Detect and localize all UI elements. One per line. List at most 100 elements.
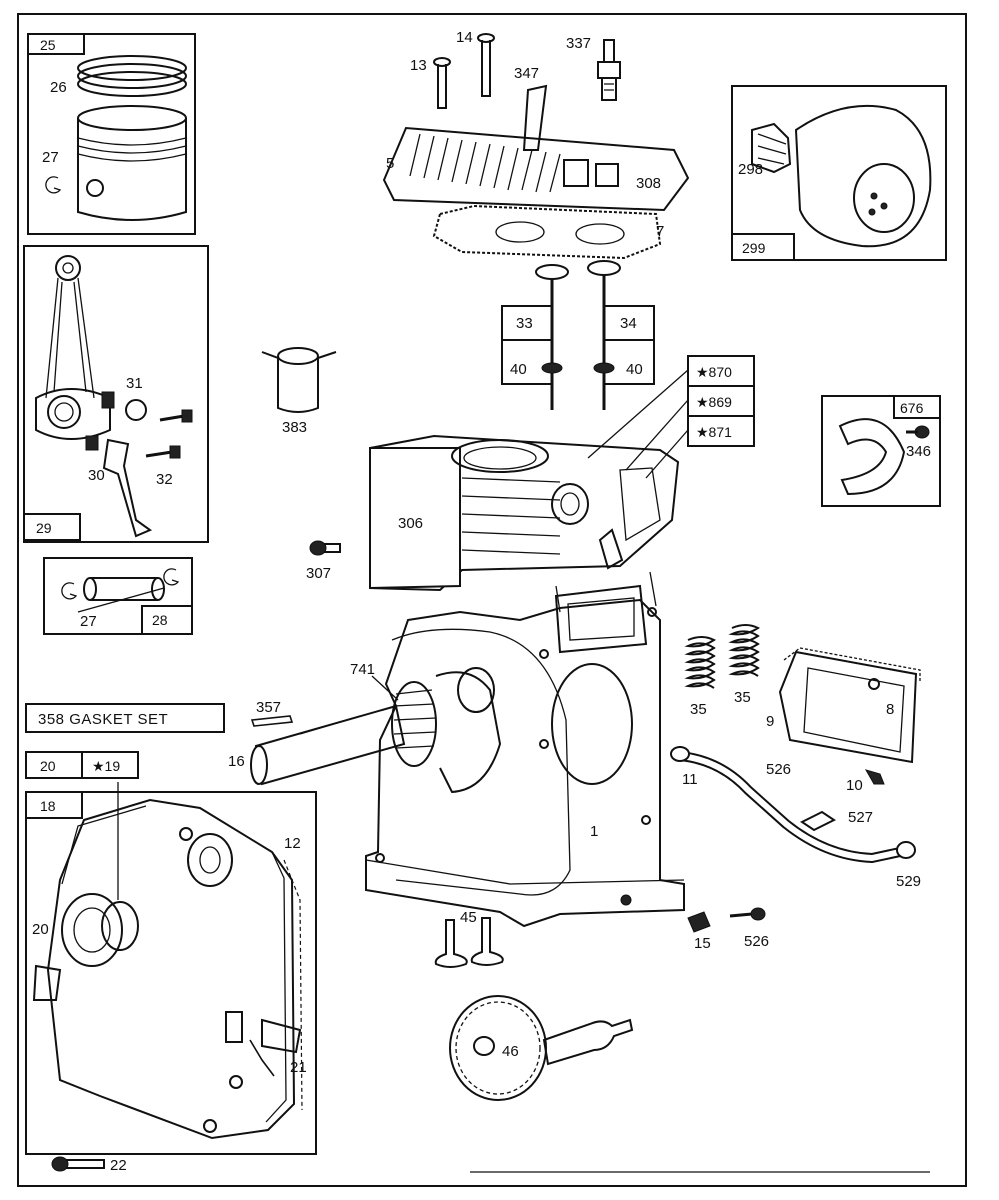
callout-676: 676 [900, 400, 924, 416]
crankshaft-key-icon [250, 715, 294, 727]
tappets-group: 45 [434, 909, 504, 968]
cam-gear-icon [449, 995, 547, 1101]
crankcase-flange-icon [391, 628, 571, 896]
block-fins-icon [461, 477, 561, 555]
callout-11: 11 [682, 771, 698, 788]
callout-307: 307 [306, 565, 331, 582]
callout-28: 28 [152, 612, 168, 628]
callout-46: 46 [502, 1043, 519, 1060]
callout-7: 7 [656, 223, 664, 240]
callout-346: 346 [906, 443, 931, 460]
callout-869: ★869 [696, 394, 732, 410]
cover-tab-icon [32, 964, 62, 1001]
callout-33: 33 [516, 315, 533, 332]
callout-29: 29 [36, 520, 52, 536]
rod-bolt-icon [85, 391, 115, 451]
screw-307-icon [309, 540, 341, 556]
muffler-vents-icon [868, 192, 888, 216]
exhaust-port-icon [551, 483, 589, 525]
piston-pin-group: 28 27 [43, 557, 193, 635]
valve-retainer-a-icon [541, 362, 563, 374]
valves-group: 33 34 40 40 [501, 260, 655, 410]
connecting-rod-box [23, 245, 209, 543]
governor-shaft-icon [261, 1018, 302, 1054]
head-bolt-13-icon [433, 57, 451, 109]
callout-741: 741 [350, 661, 375, 678]
breather-hole-icon [868, 678, 880, 690]
callout-35-b: 35 [734, 689, 751, 706]
piston-icon [77, 105, 187, 221]
sleeve-383-icon [261, 347, 337, 413]
piston-pin-icon [90, 577, 158, 601]
shield-group: 676 346 [821, 395, 941, 507]
diagram-frame [17, 13, 967, 1187]
seal-tag-19 [81, 751, 139, 779]
callout-12: 12 [284, 835, 301, 852]
crankshaft-keyway-icon [299, 715, 361, 735]
dipper-icon [102, 438, 153, 538]
callout-306: 306 [398, 515, 423, 532]
callout-526-screw: 526 [744, 933, 769, 950]
callout-40-intake: 40 [510, 361, 527, 378]
callout-21: 21 [290, 1059, 307, 1076]
cover-bolt-bosses-icon [179, 827, 243, 1133]
callout-8: 8 [886, 701, 894, 718]
crankcase-cover-icon [46, 798, 296, 1140]
callout-15: 15 [694, 935, 711, 952]
muffler-thread-icon [751, 122, 792, 174]
shield-box-tag [893, 395, 941, 419]
air-baffle-icon [522, 84, 548, 151]
callout-383: 383 [282, 419, 307, 436]
muffler-box-tag [731, 233, 795, 261]
callout-9: 9 [766, 713, 774, 730]
callout-18: 18 [40, 798, 56, 814]
pin-retainer-left-icon [61, 582, 78, 600]
tube-fitting-529-icon [896, 841, 916, 859]
connecting-rod-icon [35, 255, 111, 440]
crankcase-cover-box-tag [25, 791, 83, 819]
rod-screw-icon [145, 409, 193, 459]
crankcase-base-icon [365, 859, 685, 890]
crankcase-cover-group: 18 20 12 21 [25, 782, 317, 1155]
muffler-group: 299 298 [731, 85, 947, 261]
block-side-panel-icon [369, 447, 461, 590]
callout-25: 25 [40, 37, 56, 53]
breather-group: 8 9 10 [766, 647, 921, 794]
crank-counterweight-icon [435, 671, 502, 794]
head-gasket-icon [432, 204, 662, 260]
cylinder-head-group: 13 14 337 347 5 308 7 [382, 29, 690, 260]
callout-27-piston: 27 [42, 149, 59, 166]
gasket-set-box [25, 703, 225, 733]
cover-boss-icon [187, 833, 233, 887]
connecting-rod-box-tag [23, 513, 81, 541]
callout-5: 5 [386, 155, 394, 172]
callout-14: 14 [456, 29, 473, 46]
exhaust-valve-head-icon [587, 260, 621, 276]
callout-308: 308 [636, 175, 661, 192]
callout-337: 337 [566, 35, 591, 52]
piston-box-tag [27, 33, 85, 55]
head-bolt-14-icon [477, 33, 495, 97]
piston-group: 25 26 27 [27, 33, 196, 235]
piston-pin-box [43, 557, 193, 635]
cylinder-block-top-icon [369, 434, 680, 592]
valve-box-40a [501, 339, 553, 385]
callout-527: 527 [848, 809, 873, 826]
piston-pin-box-tag [141, 605, 193, 635]
cover-gasket-icon [283, 859, 303, 1111]
valve-box-40b [603, 339, 655, 385]
callout-27-pin: 27 [80, 613, 97, 630]
valve-spring-b-icon [728, 624, 760, 677]
shield-icon [838, 418, 906, 496]
cover-oil-seal-icon [61, 893, 139, 967]
shield-box [821, 395, 941, 507]
shield-screw-icon [906, 425, 930, 439]
muffler-box [731, 85, 947, 261]
valve-spring-a-icon [684, 636, 716, 689]
valve-retainer-b-icon [593, 362, 615, 374]
callout-45: 45 [460, 909, 477, 926]
breather-cover-icon [778, 650, 918, 764]
valve-chamber-icon [554, 584, 648, 654]
callout-22: 22 [110, 1157, 127, 1174]
